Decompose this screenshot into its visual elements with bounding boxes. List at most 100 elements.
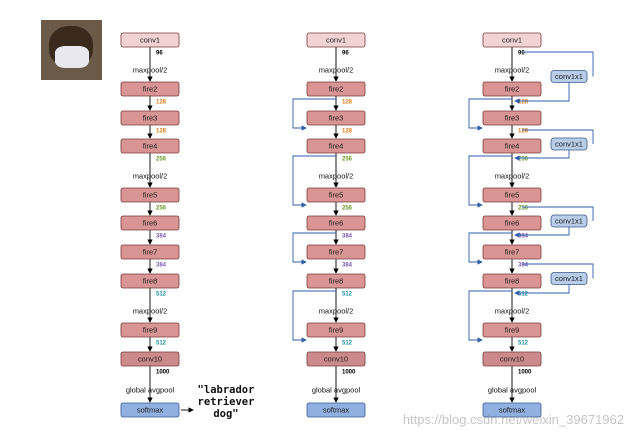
conv1x1-out-fire2 bbox=[514, 82, 570, 104]
layer-fire7 bbox=[120, 244, 180, 260]
prediction-line-1: retriever bbox=[198, 396, 255, 408]
bypass-fire9 bbox=[468, 290, 512, 343]
layer-fire5 bbox=[482, 187, 542, 203]
layer-fire8 bbox=[482, 273, 542, 289]
layer-softmax bbox=[120, 402, 180, 418]
layer-softmax bbox=[482, 402, 542, 418]
channel-label-fire7: 384 bbox=[518, 263, 529, 269]
bypass-fire3 bbox=[292, 98, 336, 131]
channel-label-fire2: 128 bbox=[518, 100, 529, 106]
conv1x1-label: conv1x1 bbox=[555, 72, 583, 81]
layer-conv10 bbox=[306, 351, 366, 367]
note-maxpool: maxpool/2 bbox=[495, 171, 530, 180]
layer-label-fire9: fire9 bbox=[143, 325, 158, 334]
note-maxpool: maxpool/2 bbox=[133, 65, 168, 74]
layer-label-fire3: fire3 bbox=[505, 113, 520, 122]
layer-label-fire7: fire7 bbox=[505, 247, 520, 256]
layer-fire2 bbox=[120, 81, 180, 97]
layer-label-fire6: fire6 bbox=[143, 218, 158, 227]
layer-label-fire2: fire2 bbox=[143, 84, 158, 93]
note-maxpool: maxpool/2 bbox=[133, 306, 168, 315]
layer-fire9 bbox=[482, 322, 542, 338]
layer-label-softmax: softmax bbox=[323, 405, 350, 414]
layer-label-fire3: fire3 bbox=[329, 113, 344, 122]
note-maxpool: maxpool/2 bbox=[495, 306, 530, 315]
channel-label-conv1: 96 bbox=[156, 51, 163, 57]
conv1x1-label: conv1x1 bbox=[555, 216, 583, 225]
layer-label-fire4: fire4 bbox=[505, 141, 520, 150]
channel-label-fire9: 512 bbox=[156, 341, 167, 347]
note-gap: global avgpool bbox=[312, 385, 361, 394]
prediction-line-2: dog" bbox=[213, 408, 238, 420]
layer-label-fire7: fire7 bbox=[329, 247, 344, 256]
layer-fire4 bbox=[482, 138, 542, 154]
mask-icon bbox=[55, 46, 89, 68]
note-gap: global avgpool bbox=[488, 385, 537, 394]
layer-label-conv1: conv1 bbox=[502, 35, 522, 44]
note-maxpool: maxpool/2 bbox=[319, 65, 354, 74]
layer-fire4 bbox=[306, 138, 366, 154]
channel-label-fire6: 384 bbox=[518, 234, 529, 240]
channel-label-fire3: 128 bbox=[518, 129, 529, 135]
channel-label-fire7: 384 bbox=[156, 263, 167, 269]
layer-fire9 bbox=[306, 322, 366, 338]
bypass-fire5 bbox=[292, 155, 336, 208]
channel-label-fire8: 512 bbox=[518, 292, 529, 298]
layer-label-fire7: fire7 bbox=[143, 247, 158, 256]
layer-label-fire6: fire6 bbox=[329, 218, 344, 227]
layer-label-conv10: conv10 bbox=[324, 354, 348, 363]
layer-fire6 bbox=[306, 215, 366, 231]
layer-label-fire9: fire9 bbox=[329, 325, 344, 334]
layer-fire5 bbox=[120, 187, 180, 203]
conv1x1-out-fire8 bbox=[514, 284, 570, 296]
layer-fire8 bbox=[306, 273, 366, 289]
conv1x1-in-fire4 bbox=[522, 129, 594, 144]
channel-label-fire2: 128 bbox=[156, 100, 167, 106]
input-photo bbox=[41, 20, 102, 80]
note-maxpool: maxpool/2 bbox=[495, 65, 530, 74]
channel-label-fire6: 384 bbox=[156, 234, 167, 240]
note-gap: global avgpool bbox=[126, 385, 175, 394]
layer-label-fire2: fire2 bbox=[329, 84, 344, 93]
layer-conv10 bbox=[482, 351, 542, 367]
bypass-fire3 bbox=[468, 98, 512, 131]
prediction-line-0: "labrador bbox=[198, 384, 255, 396]
conv1x1-out-fire6 bbox=[514, 227, 570, 238]
layer-fire8 bbox=[120, 273, 180, 289]
layer-label-conv1: conv1 bbox=[140, 35, 160, 44]
channel-label-fire5: 256 bbox=[156, 206, 167, 212]
note-maxpool: maxpool/2 bbox=[319, 306, 354, 315]
conv1x1-label: conv1x1 bbox=[555, 139, 583, 148]
conv1x1-out-fire4 bbox=[514, 150, 570, 161]
channel-label-fire4: 256 bbox=[342, 157, 353, 163]
layer-label-fire9: fire9 bbox=[505, 325, 520, 334]
channel-label-fire2: 128 bbox=[342, 100, 353, 106]
layer-fire5 bbox=[306, 187, 366, 203]
layer-fire7 bbox=[306, 244, 366, 260]
bypass-fire7 bbox=[468, 232, 512, 265]
bypass-fire5 bbox=[468, 155, 512, 208]
layer-label-fire6: fire6 bbox=[505, 218, 520, 227]
layer-conv1 bbox=[120, 32, 180, 48]
layer-fire3 bbox=[482, 110, 542, 126]
layer-fire2 bbox=[306, 81, 366, 97]
channel-label-fire9: 512 bbox=[518, 341, 529, 347]
layer-fire3 bbox=[120, 110, 180, 126]
layer-label-conv1: conv1 bbox=[326, 35, 346, 44]
channel-label-fire7: 384 bbox=[342, 263, 353, 269]
layer-conv10 bbox=[120, 351, 180, 367]
layer-softmax bbox=[306, 402, 366, 418]
channel-label-conv10: 1000 bbox=[156, 370, 170, 376]
layer-fire4 bbox=[120, 138, 180, 154]
layer-label-fire5: fire5 bbox=[505, 190, 520, 199]
layer-conv1 bbox=[482, 32, 542, 48]
watermark: https://blog.csdn.net/weixin_39671962 bbox=[402, 412, 624, 427]
layer-label-softmax: softmax bbox=[499, 405, 526, 414]
channel-label-fire8: 512 bbox=[342, 292, 353, 298]
layer-conv1 bbox=[306, 32, 366, 48]
channel-label-fire5: 256 bbox=[342, 206, 353, 212]
conv1x1-in-fire2 bbox=[522, 51, 594, 77]
note-maxpool: maxpool/2 bbox=[133, 171, 168, 180]
